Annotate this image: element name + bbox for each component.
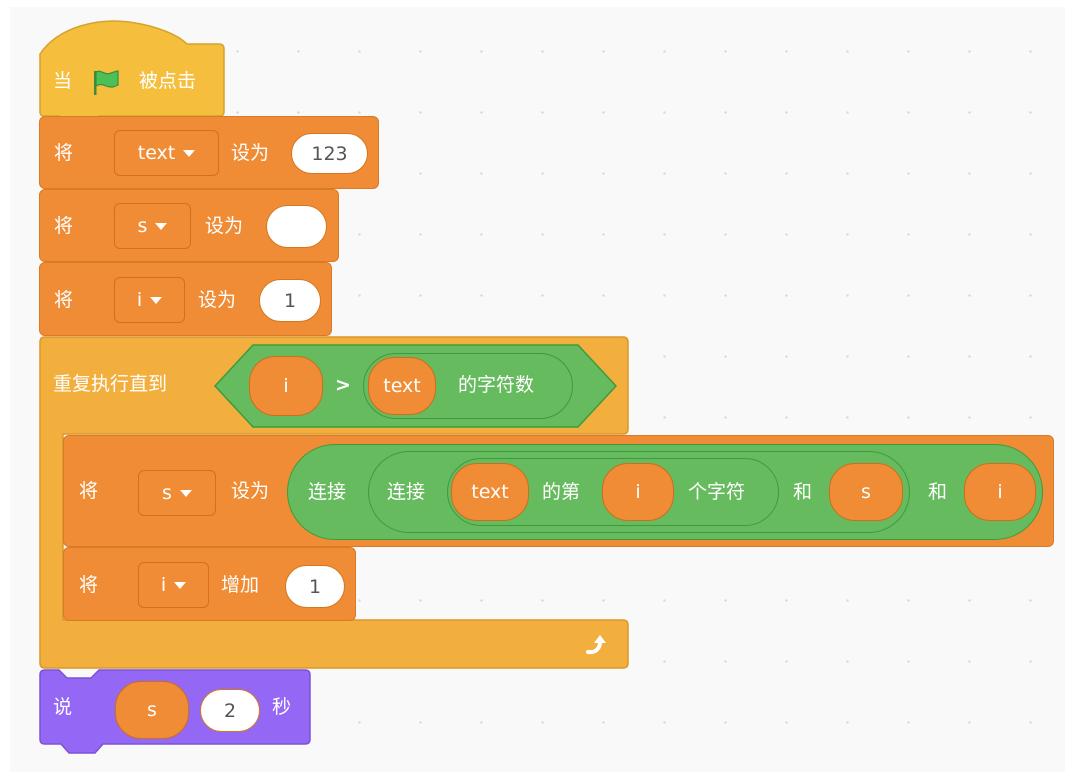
dropdown-arrow-icon (155, 222, 168, 230)
reporter-s[interactable]: s (829, 463, 903, 521)
greater-than-operator: > (335, 374, 351, 396)
set-action: 设为 (231, 142, 270, 164)
value-input[interactable]: 1 (285, 565, 345, 608)
value-input[interactable]: 1 (259, 279, 321, 322)
set-verb: 将 (79, 480, 99, 502)
set-verb: 将 (54, 142, 74, 164)
say-verb: 说 (53, 696, 73, 718)
dropdown-value: s (162, 482, 172, 504)
set-action: 设为 (198, 289, 237, 311)
change-verb: 将 (79, 574, 99, 596)
dropdown-arrow-icon (150, 296, 163, 304)
set-verb: 将 (54, 289, 74, 311)
change-i-block[interactable]: 将 i 增加 1 (63, 547, 356, 621)
set-i-block[interactable]: 将 i 设为 1 (39, 262, 332, 336)
variable-dropdown-i[interactable]: i (138, 562, 209, 608)
variable-dropdown-text[interactable]: text (114, 130, 219, 176)
set-action: 设为 (231, 480, 270, 502)
dropdown-arrow-icon (179, 489, 192, 497)
dropdown-value: text (137, 142, 176, 164)
join-label: 连接 (308, 481, 347, 503)
join-label: 连接 (387, 481, 426, 503)
letter-of-suffix-label: 个字符 (688, 481, 746, 503)
letter-of-reporter[interactable]: text 的第 i 个字符 (447, 458, 779, 526)
change-action: 增加 (221, 574, 260, 596)
seconds-unit: 秒 (272, 696, 292, 718)
loop-arrow-icon (585, 634, 611, 660)
join-inner-reporter[interactable]: 连接 text 的第 i 个字符 和 s (368, 451, 910, 533)
and-label: 和 (928, 481, 948, 503)
reporter-text[interactable]: text (368, 357, 436, 415)
dropdown-value: s (137, 215, 148, 237)
set-action: 设为 (205, 215, 244, 237)
hat-shape (39, 20, 225, 118)
length-of-label: 的字符数 (458, 374, 535, 396)
value-input[interactable]: 123 (291, 133, 368, 174)
variable-dropdown-s[interactable]: s (114, 203, 191, 249)
variable-dropdown-i[interactable]: i (114, 277, 185, 323)
value-input[interactable] (266, 205, 327, 248)
hat-prefix: 当 (53, 70, 73, 92)
reporter-s[interactable]: s (115, 681, 189, 739)
hat-suffix: 被点击 (139, 70, 197, 92)
join-outer-reporter[interactable]: 连接 连接 text 的第 i 个字符 和 s 和 i (287, 444, 1043, 540)
reporter-i[interactable]: i (249, 356, 323, 416)
dropdown-arrow-icon (183, 149, 196, 157)
and-label: 和 (793, 481, 813, 503)
variable-dropdown-s[interactable]: s (138, 470, 216, 516)
when-flag-clicked-block[interactable]: 当 被点击 (39, 14, 225, 118)
set-s-block[interactable]: 将 s 设为 (39, 189, 339, 262)
set-text-block[interactable]: 将 text 设为 123 (39, 116, 379, 189)
dropdown-arrow-icon (174, 581, 187, 589)
dropdown-value: i (160, 574, 167, 596)
repeat-until-label: 重复执行直到 (53, 373, 168, 395)
repeat-until-block[interactable]: 重复执行直到 i > text 的字符数 (39, 336, 629, 670)
reporter-text[interactable]: text (451, 463, 529, 521)
dropdown-value: i (136, 289, 143, 311)
set-verb: 将 (54, 215, 74, 237)
set-s-join-block[interactable]: 将 s 设为 连接 连接 text 的第 i 个字符 和 s 和 i (63, 435, 1054, 547)
say-for-seconds-block[interactable]: 说 s 2 秒 (39, 669, 311, 755)
reporter-i[interactable]: i (602, 463, 674, 521)
letter-of-middle-label: 的第 (542, 481, 581, 503)
reporter-i[interactable]: i (964, 463, 1036, 521)
length-of-reporter[interactable]: text 的字符数 (363, 353, 573, 419)
seconds-input[interactable]: 2 (200, 689, 260, 732)
green-flag-icon (91, 68, 121, 102)
greater-than-condition[interactable]: i > text 的字符数 (213, 343, 618, 429)
